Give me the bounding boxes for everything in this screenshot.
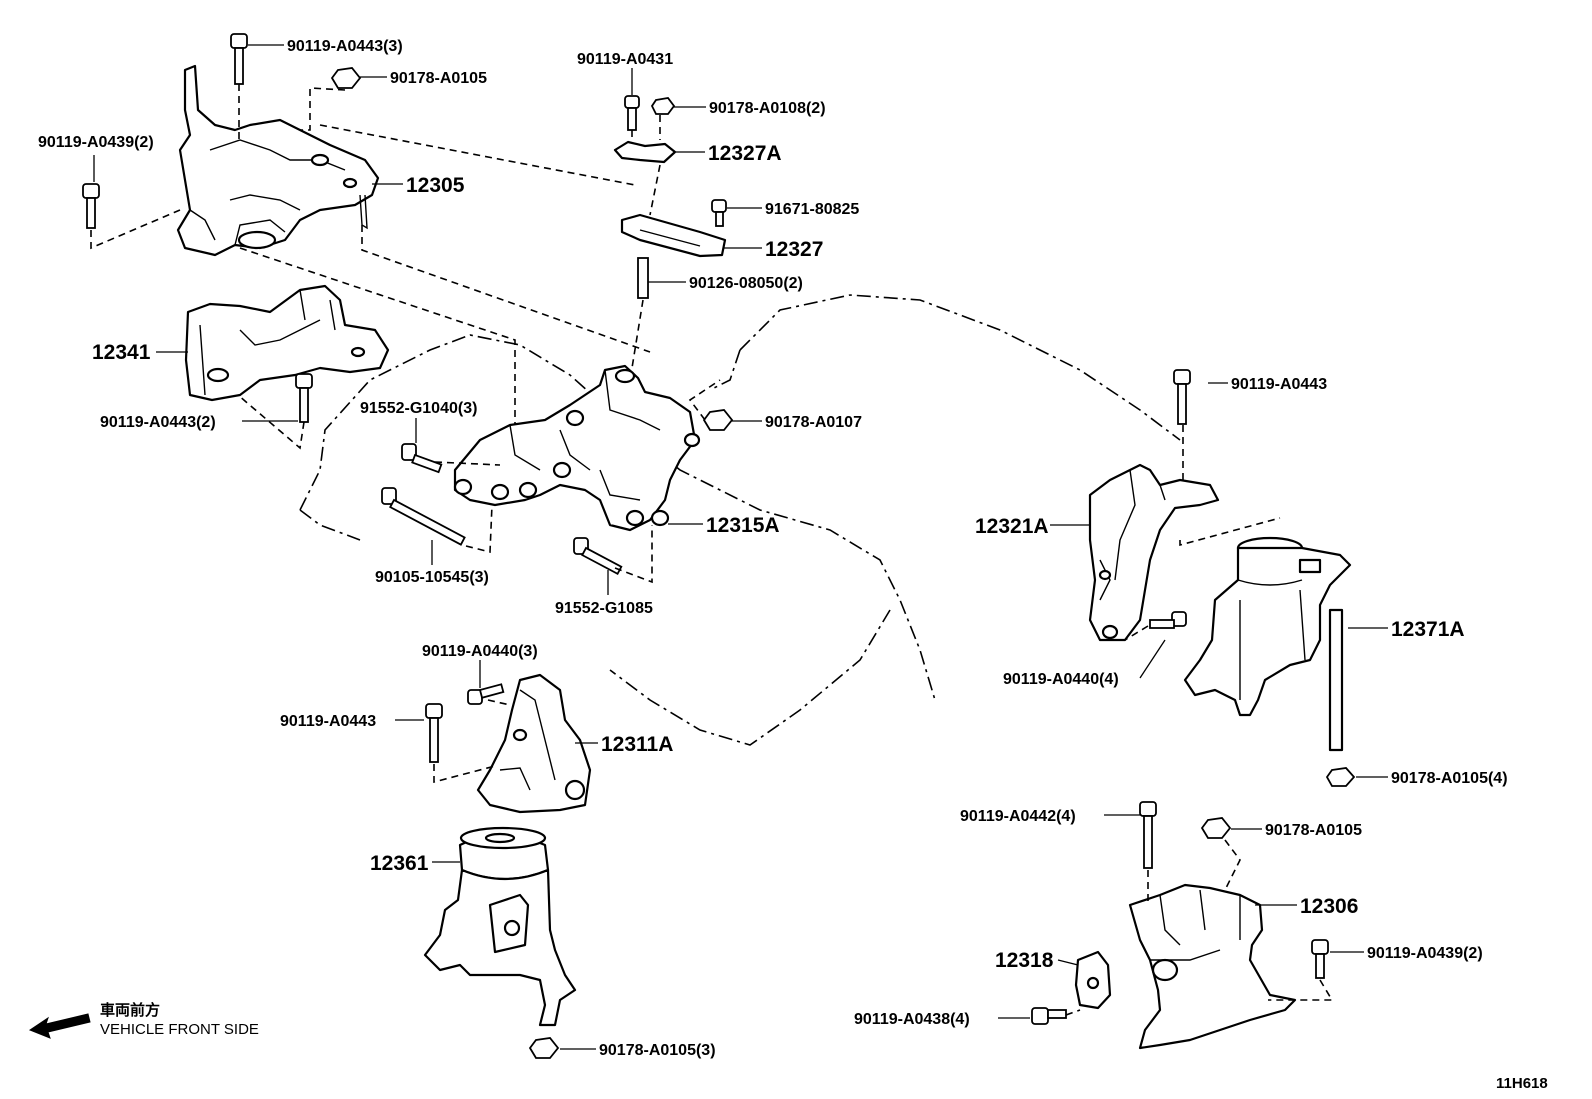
nut-icon xyxy=(528,1037,560,1059)
stud-icon xyxy=(637,257,649,299)
bracket-12327A xyxy=(613,140,677,164)
bolt-icon xyxy=(573,537,623,576)
part-label: 90119-A0440(3) xyxy=(422,643,538,660)
part-label: 12327A xyxy=(708,142,782,165)
part-label: 90119-A0443(2) xyxy=(100,414,216,431)
mount-12361 xyxy=(423,826,577,1027)
mount-12306 xyxy=(1128,883,1297,1050)
part-label: 12311A xyxy=(601,733,673,756)
vehicle-front-legend: 車両前方 VEHICLE FRONT SIDE xyxy=(28,1001,259,1039)
bracket-12305 xyxy=(176,64,380,257)
part-label: 90105-10545(3) xyxy=(375,569,489,586)
part-label: 91671-80825 xyxy=(765,201,859,218)
part-label: 90178-A0105 xyxy=(1265,822,1362,839)
legend-english: VEHICLE FRONT SIDE xyxy=(100,1021,259,1038)
nut-icon xyxy=(330,67,362,89)
bracket-12311A xyxy=(476,673,592,814)
part-label: 12318 xyxy=(995,949,1054,972)
part-label: 90178-A0107 xyxy=(765,414,862,431)
bolt-icon xyxy=(1149,611,1187,629)
bolt-icon xyxy=(401,443,443,474)
fasteners xyxy=(82,33,1356,1059)
assembly-lines xyxy=(90,84,1334,1016)
part-label: 90178-A0108(2) xyxy=(709,100,826,117)
part-labels: 90119-A0443(3) 90178-A0105 90119-A0439(2… xyxy=(38,38,1508,1059)
bolt-icon xyxy=(711,199,727,227)
part-label: 90119-A0439(2) xyxy=(1367,945,1483,962)
bolt-icon xyxy=(82,183,100,229)
nut-icon xyxy=(702,409,734,431)
mount-12371A xyxy=(1183,536,1352,752)
bolt-icon xyxy=(381,487,466,546)
bolt-icon xyxy=(1031,1007,1067,1025)
part-label: 12341 xyxy=(92,341,151,364)
bolt-icon xyxy=(1139,801,1157,869)
part-label: 90119-A0440(4) xyxy=(1003,671,1119,688)
part-label: 12306 xyxy=(1300,895,1358,918)
bolt-icon xyxy=(467,683,505,705)
bolt-icon xyxy=(230,33,248,85)
nut-icon xyxy=(650,97,676,115)
nut-icon xyxy=(1325,767,1356,787)
part-label: 90119-A0443 xyxy=(1231,376,1327,393)
leader-lines xyxy=(93,44,1388,1050)
part-label: 90178-A0105(4) xyxy=(1391,770,1508,787)
part-label: 90119-A0439(2) xyxy=(38,134,154,151)
arrow-left-icon xyxy=(28,1013,91,1039)
part-label: 12361 xyxy=(370,852,429,875)
bracket-12341 xyxy=(184,284,390,402)
bolt-icon xyxy=(295,373,313,423)
part-label: 90119-A0443(3) xyxy=(287,38,403,55)
legend-japanese: 車両前方 xyxy=(100,1001,160,1019)
part-label: 12371A xyxy=(1391,618,1465,641)
part-label: 90119-A0431 xyxy=(577,51,673,68)
part-label: 90119-A0443 xyxy=(280,713,376,730)
part-label: 90126-08050(2) xyxy=(689,275,803,292)
bracket-12321A xyxy=(1088,463,1220,642)
bolt-icon xyxy=(1173,369,1191,425)
bracket-12327 xyxy=(620,213,727,258)
part-label: 90178-A0105 xyxy=(390,70,487,87)
bolt-icon xyxy=(1311,939,1329,979)
bolt-icon xyxy=(425,703,443,763)
part-label: 12315A xyxy=(706,514,780,537)
bracket-12315A xyxy=(453,364,701,532)
part-label: 12321A xyxy=(975,515,1049,538)
nut-icon xyxy=(1200,817,1232,839)
figure-code: 11H618 xyxy=(1496,1075,1548,1092)
part-label: 12327 xyxy=(765,238,823,261)
part-label: 91552-G1040(3) xyxy=(360,400,477,417)
plate-12318 xyxy=(1074,950,1112,1010)
bolt-icon xyxy=(624,95,640,131)
part-label: 91552-G1085 xyxy=(555,600,653,617)
part-label: 90119-A0438(4) xyxy=(854,1011,970,1028)
part-label: 90178-A0105(3) xyxy=(599,1042,716,1059)
part-label: 90119-A0442(4) xyxy=(960,808,1076,825)
part-label: 12305 xyxy=(406,174,465,197)
